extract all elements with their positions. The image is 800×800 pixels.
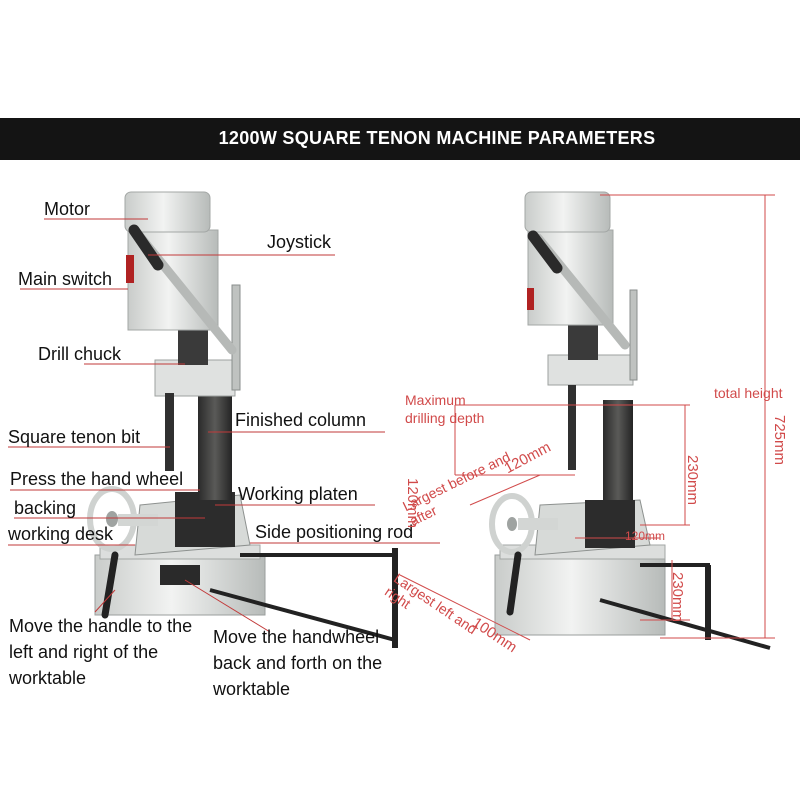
right-machine bbox=[489, 191, 771, 650]
label-move-handwheel: Move the handwheel back and forth on the… bbox=[213, 627, 383, 699]
dimension-lines bbox=[399, 194, 775, 641]
callout-lines bbox=[8, 218, 440, 633]
dim-max-depth-line2: drilling depth bbox=[405, 410, 485, 426]
label-drill-chuck: Drill chuck bbox=[38, 344, 122, 364]
label-press-hand-wheel: Press the hand wheel bbox=[10, 469, 184, 489]
label-square-tenon-bit: Square tenon bit bbox=[8, 427, 141, 447]
dim-total-height-value: 725mm bbox=[771, 415, 788, 466]
dim-platen-value: 120mm bbox=[625, 529, 666, 543]
title-banner: 1200W SQUARE TENON MACHINE PARAMETERS bbox=[0, 118, 800, 160]
dim-max-depth-line1: Maximum bbox=[405, 392, 466, 408]
left-machine bbox=[87, 191, 398, 648]
label-move-handle: Move the handle to the left and right of… bbox=[9, 616, 193, 688]
label-main-switch: Main switch bbox=[18, 269, 113, 289]
label-backing: backing bbox=[14, 498, 77, 518]
label-working-platen: Working platen bbox=[238, 484, 358, 504]
banner-title: 1200W SQUARE TENON MACHINE PARAMETERS bbox=[218, 128, 656, 148]
label-joystick: Joystick bbox=[267, 232, 332, 252]
label-finished-column: Finished column bbox=[235, 410, 367, 430]
dim-total-height-label: total height bbox=[714, 385, 783, 401]
label-working-desk: working desk bbox=[8, 524, 114, 544]
label-motor: Motor bbox=[44, 199, 91, 219]
dim-table-height-value: 230mm bbox=[669, 572, 686, 623]
label-side-positioning-rod: Side positioning rod bbox=[255, 522, 414, 542]
dim-column-height-value: 230mm bbox=[684, 455, 701, 506]
